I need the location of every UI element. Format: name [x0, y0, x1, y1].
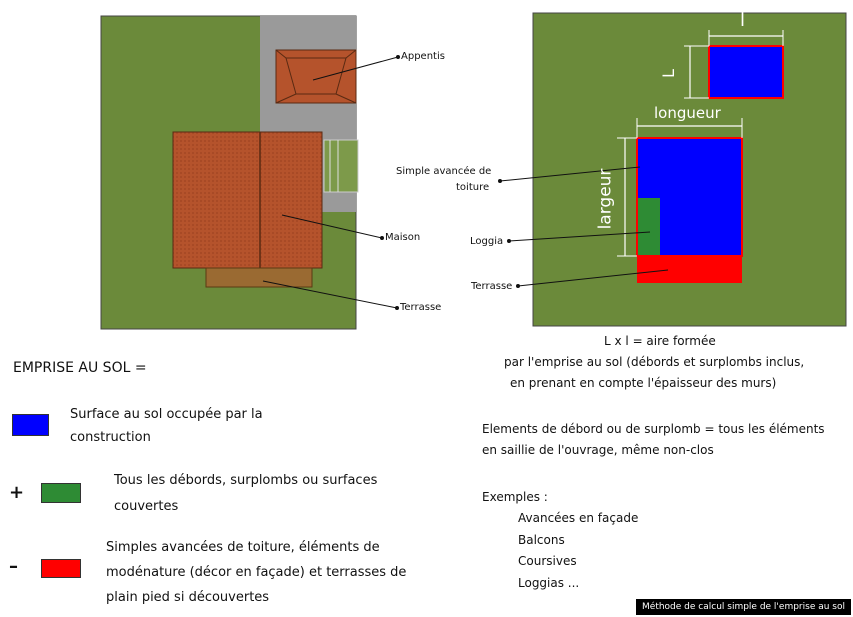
paving-steps	[323, 139, 359, 193]
label-avancee-1: Simple avancée de	[396, 166, 492, 177]
legend-plus-sign: +	[9, 482, 25, 503]
legend-swatch-red	[41, 559, 81, 578]
legend-swatch-blue	[12, 414, 49, 436]
legend-item1-line2: construction	[70, 430, 151, 445]
example-item: Balcons	[518, 533, 565, 547]
dim-longueur: longueur	[654, 104, 721, 122]
legend-item2-line2: couvertes	[114, 499, 179, 514]
legend-swatch-green	[41, 483, 81, 503]
label-loggia: Loggia	[470, 236, 504, 247]
formula-line3: en prenant en compte l'épaisseur des mur…	[510, 376, 777, 390]
terrasse-deck	[205, 267, 313, 288]
example-item: Coursives	[518, 554, 577, 568]
dim-small-L: L	[658, 69, 678, 78]
formula-line1: L x l = aire formée	[604, 334, 716, 348]
caption: Méthode de calcul simple de l'emprise au…	[636, 599, 851, 615]
small-building	[708, 45, 784, 99]
legend-item3-line1: Simples avancées de toiture, éléments de	[106, 540, 380, 555]
terrasse-red	[637, 256, 742, 283]
legend-item3-line3: plain pied si découvertes	[106, 590, 270, 605]
examples-title: Exemples :	[482, 490, 548, 504]
loggia-green	[637, 198, 660, 256]
elements-line2: en saillie de l'ouvrage, même non-clos	[482, 443, 714, 457]
label-terrasse-left: Terrasse	[400, 302, 442, 313]
example-item: Loggias ...	[518, 576, 580, 590]
legend-item1-line1: Surface au sol occupée par la	[70, 407, 263, 422]
label-appentis: Appentis	[401, 51, 445, 62]
example-item: Avancées en façade	[518, 511, 639, 525]
maison-roof	[172, 131, 323, 269]
elements-line1: Elements de débord ou de surplomb = tous…	[482, 422, 825, 436]
label-avancee-2: toiture	[456, 182, 490, 193]
dim-small-l: l	[740, 10, 746, 31]
legend-item2-line1: Tous les débords, surplombs ou surfaces	[114, 473, 378, 488]
dim-largeur: largeur	[595, 168, 616, 230]
label-maison: Maison	[385, 232, 421, 243]
label-terrasse-right: Terrasse	[471, 281, 513, 292]
legend-title: EMPRISE AU SOL =	[13, 360, 147, 376]
legend-minus-sign: –	[9, 556, 18, 577]
legend-item3-line2: modénature (décor en façade) et terrasse…	[106, 565, 407, 580]
formula-line2: par l'emprise au sol (débords et surplom…	[504, 355, 805, 369]
left-site-plan	[100, 12, 847, 330]
